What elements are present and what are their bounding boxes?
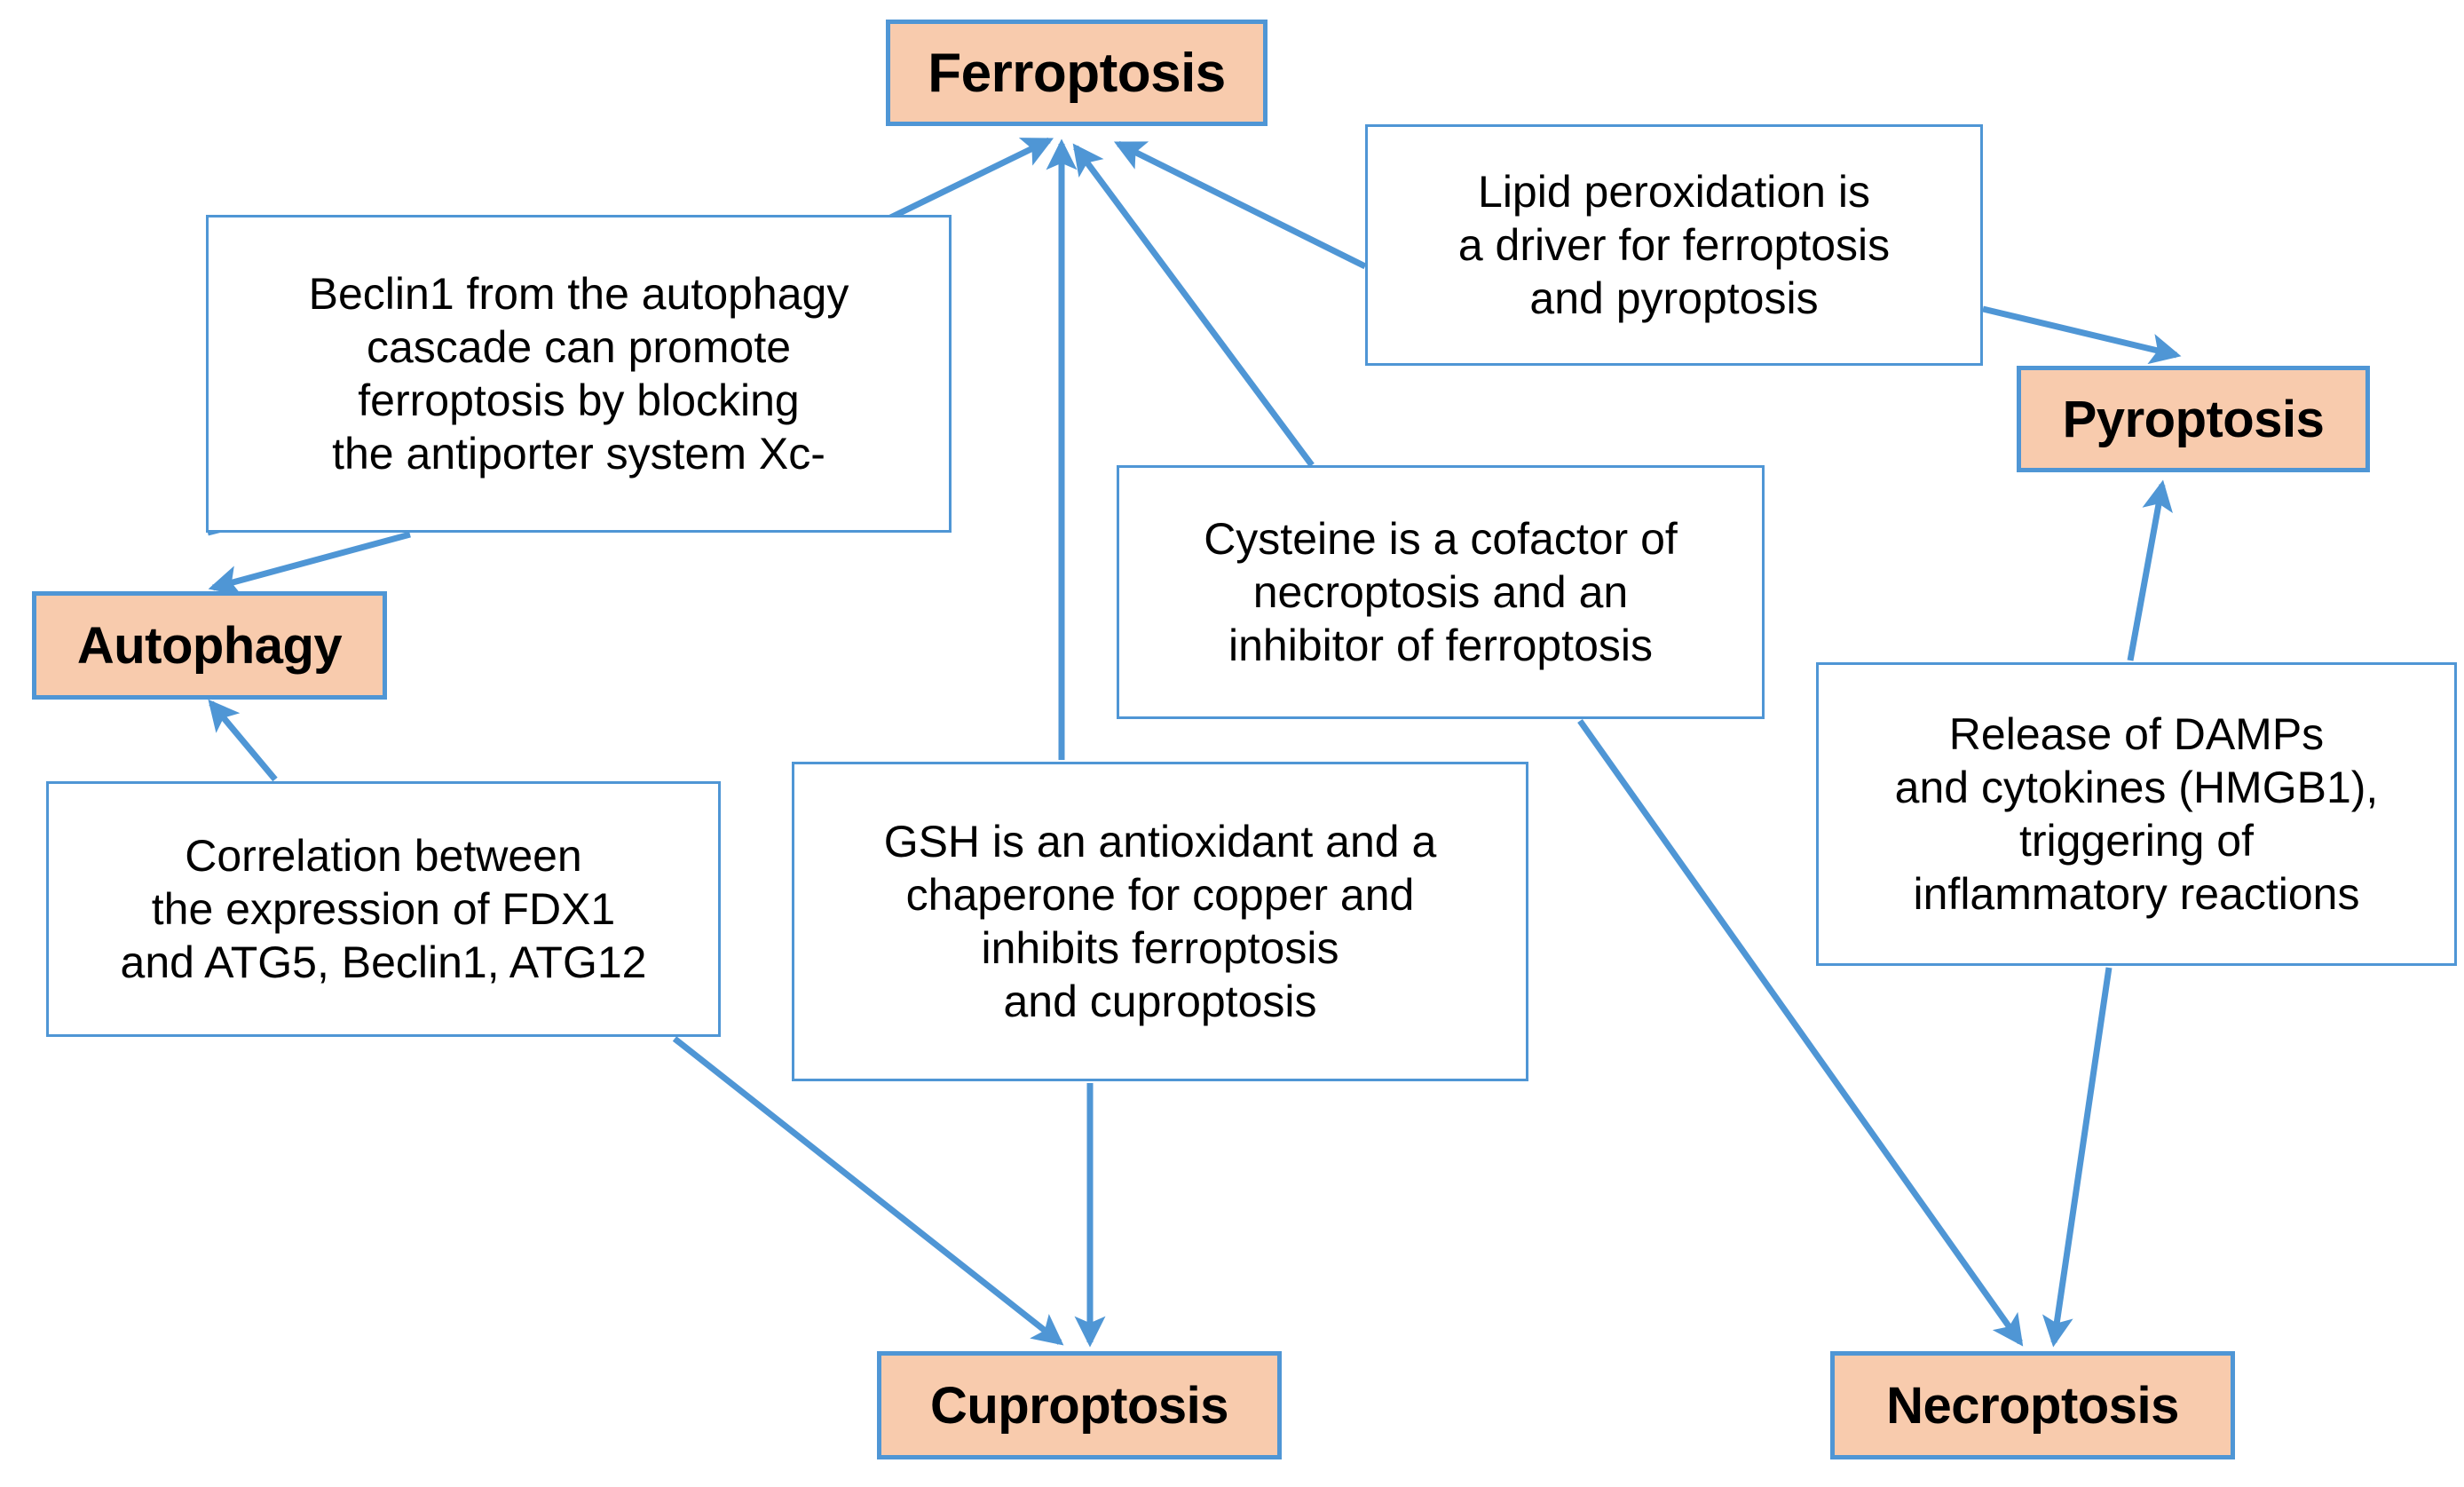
- node-necroptosis[interactable]: Necroptosis: [1830, 1351, 2235, 1459]
- node-pyroptosis[interactable]: Pyroptosis: [2017, 366, 2370, 472]
- textbox-damps[interactable]: Release of DAMPs and cytokines (HMGB1), …: [1816, 662, 2457, 966]
- node-cuproptosis[interactable]: Cuproptosis: [877, 1351, 1282, 1459]
- node-label-cuproptosis: Cuproptosis: [929, 1376, 1229, 1435]
- edge-lipid-to-pyroptosis: [1982, 305, 2182, 365]
- node-ferroptosis[interactable]: Ferroptosis: [886, 20, 1268, 126]
- node-autophagy[interactable]: Autophagy: [32, 591, 387, 700]
- node-label-ferroptosis: Ferroptosis: [928, 42, 1226, 104]
- edge-cysteine-to-ferroptosis: [1072, 143, 1315, 468]
- textbox-gsh[interactable]: GSH is an antioxidant and a chaperone fo…: [792, 762, 1528, 1081]
- edge-lipid-to-ferroptosis: [1113, 140, 1367, 270]
- textbox-text-lipid-peroxidation: Lipid peroxidation is a driver for ferro…: [1457, 167, 1891, 323]
- node-label-necroptosis: Necroptosis: [1886, 1376, 2179, 1435]
- textbox-cysteine[interactable]: Cysteine is a cofactor of necroptosis an…: [1117, 465, 1765, 719]
- node-label-autophagy: Autophagy: [76, 616, 343, 675]
- edge-damps-to-pyroptosis: [2127, 479, 2173, 661]
- edge-beclin1-to-autophagy: [208, 531, 411, 597]
- edge-correlation-to-cuproptosis: [672, 1036, 1064, 1346]
- node-label-pyroptosis: Pyroptosis: [2062, 390, 2325, 448]
- textbox-lipid-peroxidation[interactable]: Lipid peroxidation is a driver for ferro…: [1365, 124, 1983, 366]
- textbox-text-damps: Release of DAMPs and cytokines (HMGB1), …: [1894, 709, 2379, 919]
- textbox-beclin1[interactable]: Beclin1 from the autophagy cascade can p…: [206, 215, 952, 533]
- edge-correlation-to-autophagy: [208, 699, 278, 782]
- textbox-correlation-fdx1[interactable]: Correlation between the expression of FD…: [46, 781, 721, 1037]
- textbox-text-gsh: GSH is an antioxidant and a chaperone fo…: [883, 817, 1437, 1026]
- textbox-text-beclin1: Beclin1 from the autophagy cascade can p…: [308, 269, 849, 479]
- textbox-text-cysteine: Cysteine is a cofactor of necroptosis an…: [1204, 514, 1678, 670]
- edge-damps-to-necroptosis: [2041, 967, 2113, 1348]
- textbox-text-correlation-fdx1: Correlation between the expression of FD…: [120, 831, 647, 987]
